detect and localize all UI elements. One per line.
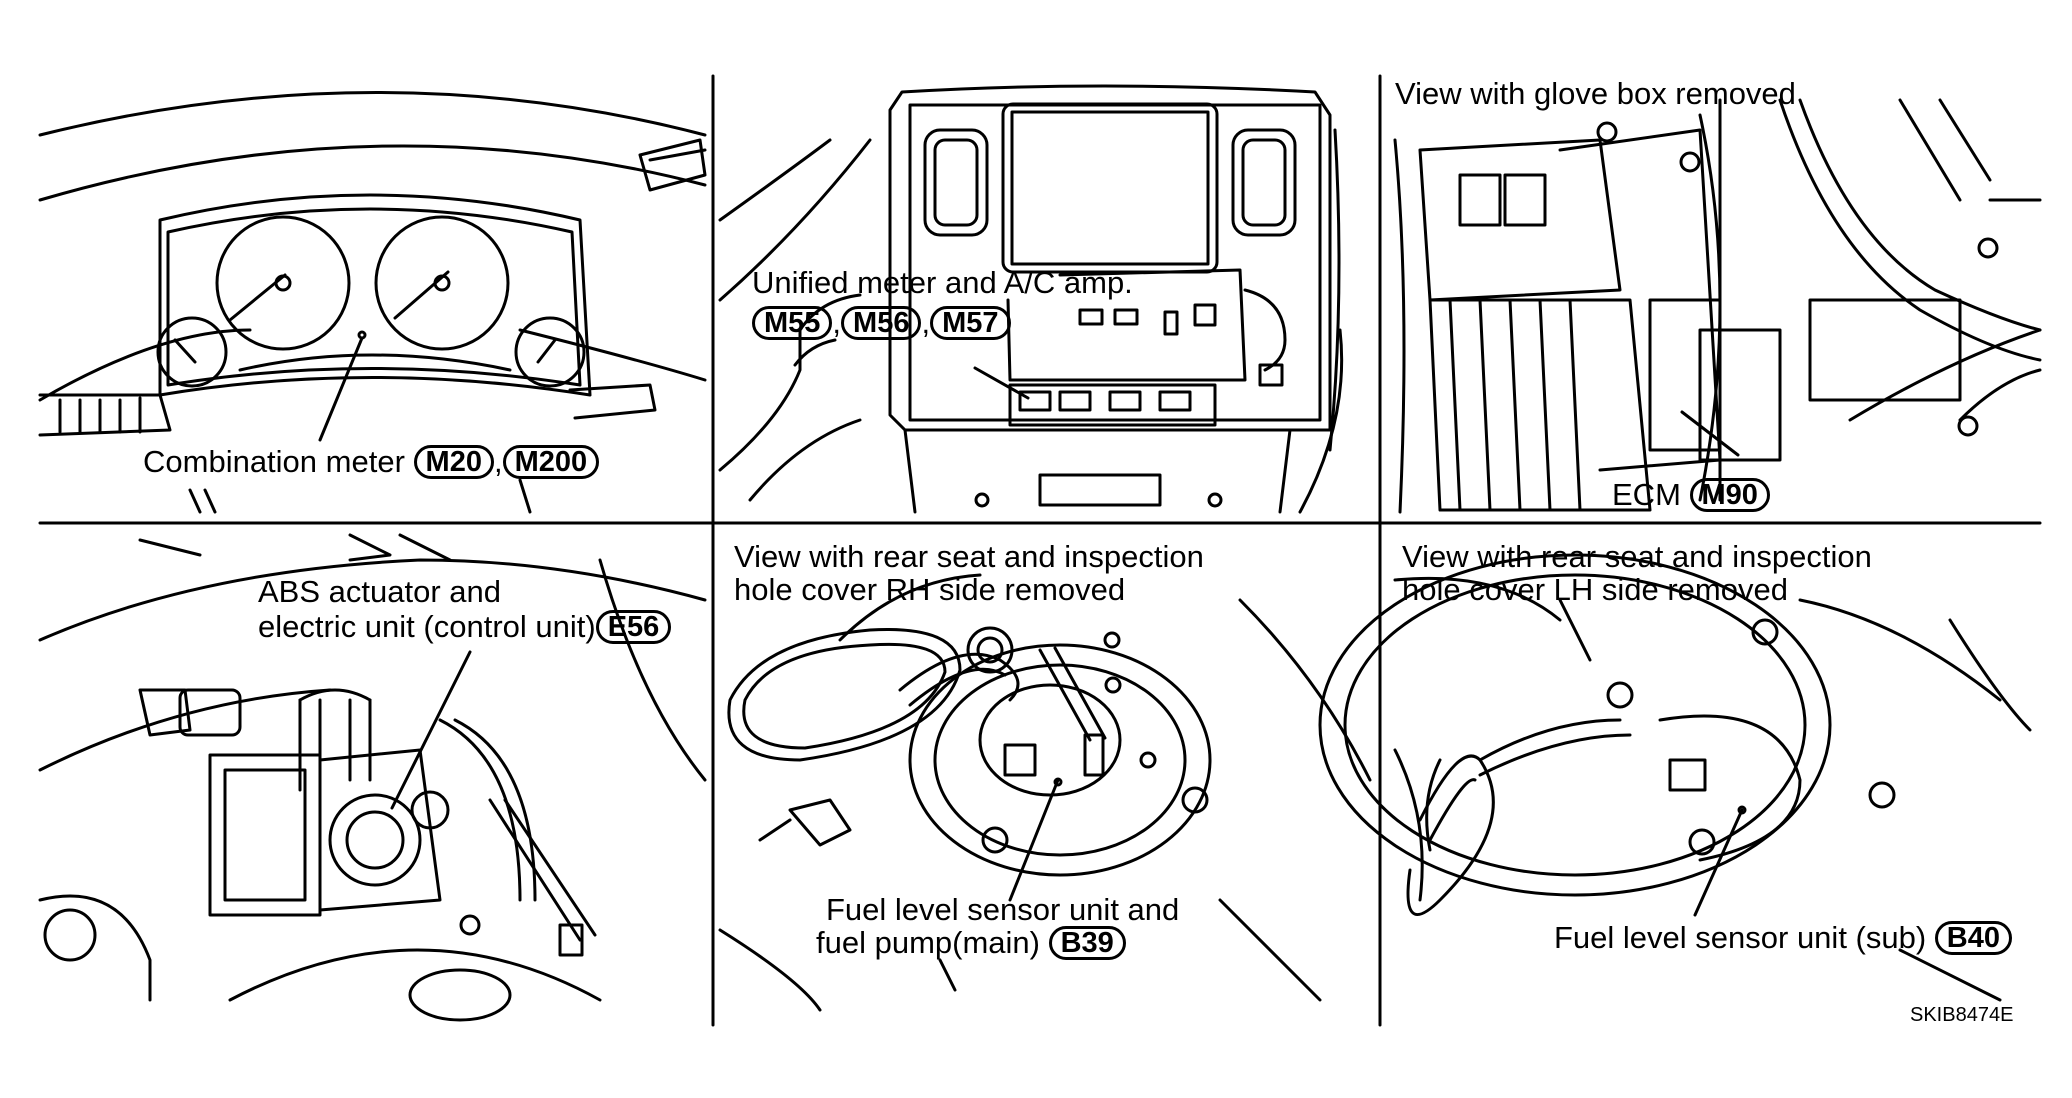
abs-actuator-label-line2: electric unit (control unit)E56: [258, 609, 672, 644]
label-line: Fuel level sensor unit (sub): [1554, 920, 1927, 955]
view-header: View with rear seat and inspection: [1402, 539, 1872, 574]
label-line: electric unit (control unit): [258, 609, 596, 644]
view-header: View with rear seat and inspection: [734, 539, 1204, 574]
connector-badge: M20: [413, 445, 494, 479]
abs-actuator-label-line1: ABS actuator and: [258, 575, 501, 608]
fuel-sub-view-header-line1: View with rear seat and inspection: [1402, 540, 1872, 573]
connector-badge: M200: [502, 445, 600, 479]
fuel-main-view-header-line1: View with rear seat and inspection: [734, 540, 1204, 573]
connector-badge: B39: [1048, 926, 1126, 960]
fuel-main-label-line1: Fuel level sensor unit and: [826, 893, 1179, 926]
view-header: View with glove box removed: [1395, 76, 1796, 111]
view-header: hole cover RH side removed: [734, 572, 1126, 607]
figure-code: SKIB8474E: [1910, 1004, 2014, 1026]
connector-badge: M55: [752, 306, 833, 340]
view-header: hole cover LH side removed: [1402, 572, 1788, 607]
abs-actuator-drawing: [38, 533, 707, 1022]
connector-badge: B40: [1934, 921, 2012, 955]
fuel-main-view-header-line2: hole cover RH side removed: [734, 573, 1125, 606]
connector-badge: M90: [1689, 478, 1770, 512]
connector-badge: E56: [595, 610, 672, 644]
connector-separator: ,: [921, 305, 931, 340]
fuel-main-drawing: [718, 573, 1372, 1012]
panel-dividers: [38, 74, 2042, 1027]
unified-meter-label: Unified meter and A/C amp.: [752, 266, 1133, 299]
fuel-sub-drawing: [1318, 553, 2032, 1002]
connector-separator: ,: [832, 305, 842, 340]
connector-separator: ,: [493, 444, 503, 479]
label-line: ECM: [1612, 477, 1681, 512]
fuel-sub-view-header-line2: hole cover LH side removed: [1402, 573, 1788, 606]
unified-meter-drawing: [718, 84, 1344, 514]
label-line: Combination meter: [143, 444, 405, 479]
label-line: ABS actuator and: [258, 574, 501, 609]
unified-meter-connectors: M55,M56,M57: [752, 306, 1011, 340]
fuel-main-label-line2: fuel pump(main) B39: [816, 926, 1126, 960]
label-line: Unified meter and A/C amp.: [752, 265, 1133, 300]
connector-badge: M56: [841, 306, 922, 340]
combination-meter-drawing: [38, 91, 707, 514]
combination-meter-label: Combination meter M20,M200: [143, 444, 600, 479]
label-line: fuel pump(main): [816, 925, 1040, 960]
ecm-drawing: [1393, 98, 2042, 514]
fuel-sub-label: Fuel level sensor unit (sub) B40: [1554, 921, 2012, 955]
ecm-view-header: View with glove box removed: [1395, 77, 1796, 110]
label-line: Fuel level sensor unit and: [826, 892, 1180, 927]
connector-badge: M57: [930, 306, 1011, 340]
ecm-label: ECM M90: [1612, 478, 1770, 512]
